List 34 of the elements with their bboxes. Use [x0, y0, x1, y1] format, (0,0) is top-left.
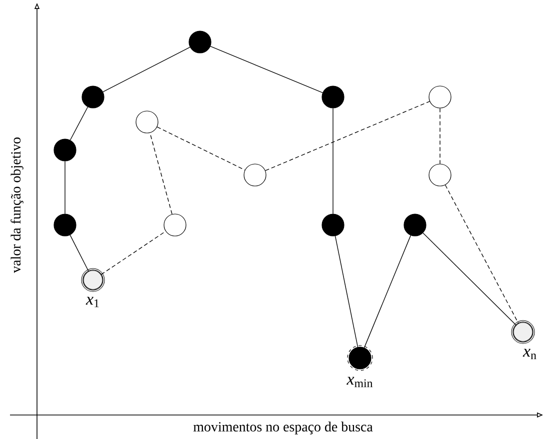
- connector-line: [70, 234, 89, 272]
- circle-marker: [322, 214, 344, 236]
- circle-marker: [54, 214, 76, 236]
- circle-marker: [347, 345, 373, 371]
- connector-line: [334, 236, 358, 348]
- point-label: x$_{min}$: [346, 376, 373, 388]
- connector-line: [332, 108, 334, 214]
- circle-marker: [511, 320, 535, 344]
- connector-line: [265, 101, 430, 171]
- connector-line: [64, 160, 66, 214]
- circle-marker: [188, 30, 212, 54]
- connector-line: [70, 106, 88, 140]
- connector-line: [444, 184, 519, 324]
- point-label: x$_{n}$: [522, 348, 536, 360]
- circle-marker: [164, 214, 186, 236]
- axis-label: valor da função objetivo: [10, 138, 24, 273]
- point-label: x$_{1}$: [86, 296, 99, 308]
- connector-line: [364, 235, 412, 348]
- axis-label: movimentos no espaço de busca: [193, 422, 373, 434]
- connector-line: [150, 132, 172, 214]
- connector-line: [156, 126, 246, 170]
- connector-line: [100, 230, 166, 275]
- circle-marker: [322, 86, 344, 108]
- circle-marker: [136, 110, 158, 134]
- circle-marker: [82, 86, 104, 108]
- circle-marker: [54, 138, 76, 162]
- circle-marker: [404, 214, 426, 236]
- connector-line: [102, 46, 190, 92]
- connector-line: [210, 46, 323, 94]
- connector-line: [422, 232, 516, 326]
- circle-marker: [81, 268, 105, 292]
- circle-marker: [428, 86, 452, 108]
- circle-marker: [428, 164, 452, 186]
- circle-marker: [244, 164, 266, 186]
